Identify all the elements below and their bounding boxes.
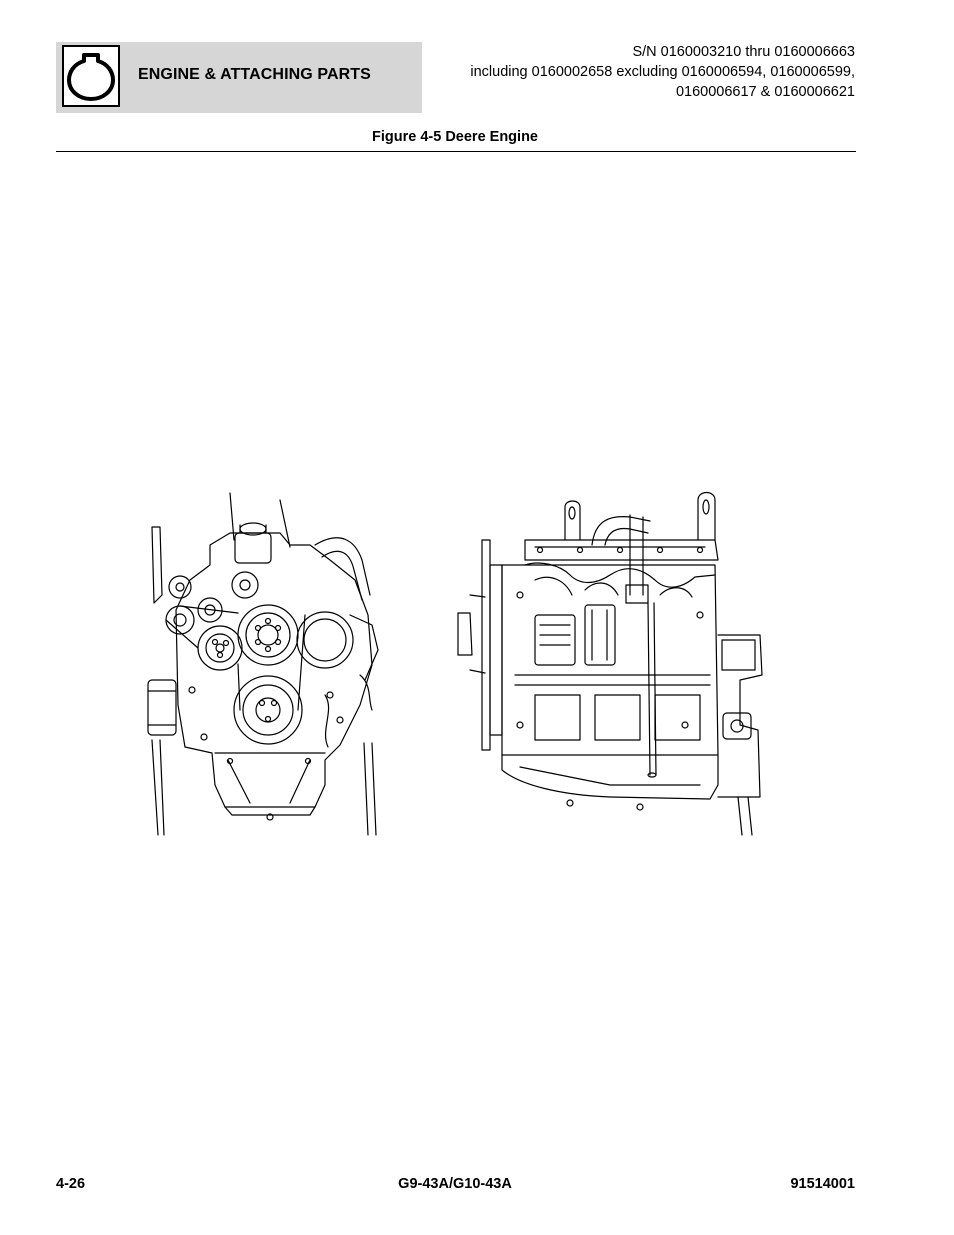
model-number: G9-43A/G10-43A <box>398 1176 512 1192</box>
document-number: 91514001 <box>790 1176 855 1192</box>
engine-front-view <box>147 492 379 836</box>
serial-line: S/N 0160003210 thru 0160006663 <box>632 44 855 60</box>
header-rule <box>56 151 856 152</box>
section-title: ENGINE & ATTACHING PARTS <box>138 66 371 83</box>
figure-title: Figure 4-5 Deere Engine <box>372 129 538 145</box>
engine-outline-icon <box>62 45 120 107</box>
serial-line: including 0160002658 excluding 016000659… <box>470 64 855 80</box>
engine-side-view <box>457 491 763 836</box>
serial-line: 0160006617 & 0160006621 <box>675 84 855 100</box>
engine-illustration <box>147 491 763 836</box>
serial-number-range: S/N 0160003210 thru 0160006663 including… <box>470 42 855 102</box>
page-number: 4-26 <box>56 1176 86 1192</box>
